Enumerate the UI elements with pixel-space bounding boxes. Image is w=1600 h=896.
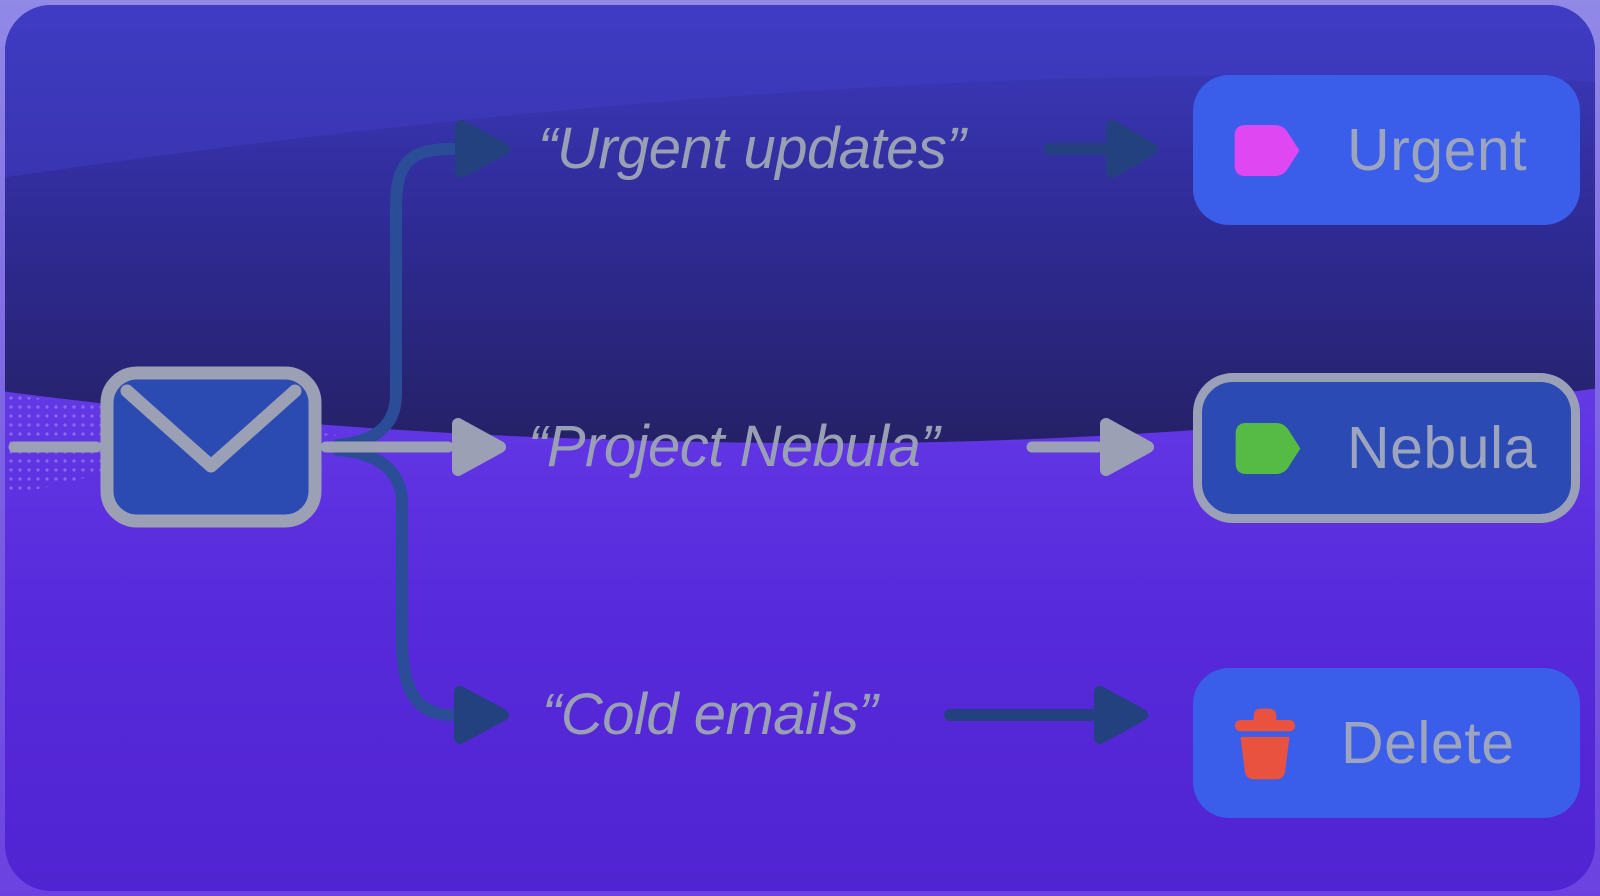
badge-urgent: Urgent [1193, 75, 1580, 225]
rule-condition-urgent-updates: “Urgent updates” [538, 115, 966, 181]
badge-nebula: Nebula [1193, 373, 1580, 523]
arrowhead-nebula-branch [452, 418, 506, 476]
badge-label-urgent: Urgent [1347, 117, 1528, 183]
arrowhead-to-urgent-badge [1106, 120, 1158, 178]
branch-edge-cold [332, 444, 458, 721]
arrowhead-urgent-branch [455, 120, 510, 178]
badge-label-delete: Delete [1341, 710, 1515, 776]
arrowhead-to-nebula-badge [1100, 418, 1154, 476]
envelope-icon [100, 366, 322, 528]
tag-icon-nebula [1235, 422, 1301, 474]
rule-condition-cold-emails: “Cold emails” [542, 681, 878, 747]
badge-delete: Delete [1193, 668, 1580, 818]
trash-icon [1234, 708, 1296, 779]
rule-condition-project-nebula: “Project Nebula” [528, 413, 940, 479]
branch-edge-urgent [332, 143, 458, 451]
connector-layer [8, 120, 1158, 744]
arrowhead-to-delete-badge [1094, 686, 1148, 744]
badge-label-nebula: Nebula [1347, 415, 1537, 481]
labels-layer: “Urgent updates” “Project Nebula” “Cold … [5, 5, 1595, 891]
arrowhead-cold-branch [454, 686, 509, 744]
diagram-card: “Urgent updates” “Project Nebula” “Cold … [5, 5, 1595, 891]
tag-icon-urgent [1234, 124, 1300, 176]
inner-light-band [5, 5, 1595, 178]
